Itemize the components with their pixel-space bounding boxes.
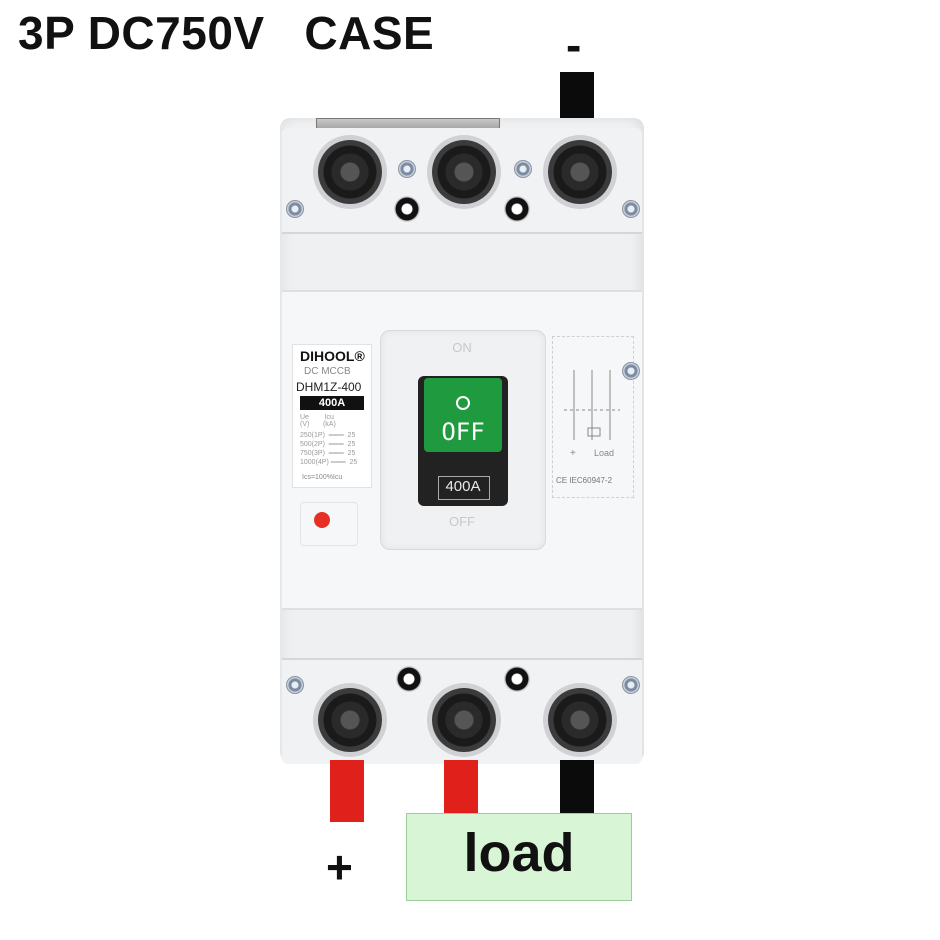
model-number: DHM1Z-400 — [296, 380, 362, 394]
spec-row: 500(2P) ═══ 25 — [300, 441, 356, 448]
mounting-hole — [504, 666, 530, 692]
spec-row: 1000(4P) ═══ 25 — [300, 459, 358, 466]
screw-icon — [622, 676, 640, 694]
load-box — [406, 813, 632, 901]
load-positive-wire — [444, 760, 478, 814]
diagram-load-label: Load — [594, 448, 615, 458]
load-label: load — [463, 823, 575, 883]
mounting-hole — [396, 666, 422, 692]
red-indicator-icon — [314, 512, 330, 528]
screw-icon — [286, 676, 304, 694]
certification-marks: CE IEC60947-2 — [556, 476, 613, 485]
terminal-2 — [318, 688, 382, 752]
ics-rating: Ics=100%Icu — [302, 474, 343, 481]
handle-off-text: OFF — [441, 418, 485, 446]
positive-wire — [330, 760, 364, 822]
spec-row: 750(3P) ═══ 25 — [300, 450, 356, 457]
spec-header: Ue Icu (V) (kA) — [300, 414, 336, 428]
off-position-label: OFF — [449, 514, 475, 529]
mounting-hole — [504, 196, 530, 222]
wiring-diagram-panel — [552, 336, 634, 498]
power-ring-icon — [456, 396, 470, 410]
brand-name: DIHOOL® — [300, 348, 365, 364]
wiring-schematic-icon — [564, 370, 620, 440]
breaker-type: DC MCCB — [304, 366, 351, 377]
indicator-frame — [300, 502, 358, 546]
terminal-4 — [432, 688, 496, 752]
terminal-5 — [548, 140, 612, 204]
page-title: 3P DC750V CASE — [18, 7, 435, 59]
screw-icon — [622, 362, 640, 380]
screw-icon — [286, 200, 304, 218]
negative-terminal-label: - — [566, 19, 582, 71]
screw-icon — [622, 200, 640, 218]
rating-label-panel — [292, 344, 372, 488]
screw-icon — [514, 160, 532, 178]
diagram-plus-label: + — [570, 448, 576, 459]
positive-terminal-label: + — [326, 841, 353, 893]
load-negative-wire — [560, 760, 594, 814]
screw-icon — [398, 160, 416, 178]
rating-badge: 400A — [300, 396, 364, 410]
handle-green-face — [424, 378, 502, 452]
spec-row: 250(1P) ═══ 25 — [300, 432, 356, 439]
handle-rating: 400A — [445, 478, 481, 495]
on-position-label: ON — [452, 340, 472, 355]
terminal-6 — [548, 688, 612, 752]
terminal-1 — [318, 140, 382, 204]
mounting-hole — [394, 196, 420, 222]
terminal-3 — [432, 140, 496, 204]
handle-rating-frame — [438, 476, 490, 500]
